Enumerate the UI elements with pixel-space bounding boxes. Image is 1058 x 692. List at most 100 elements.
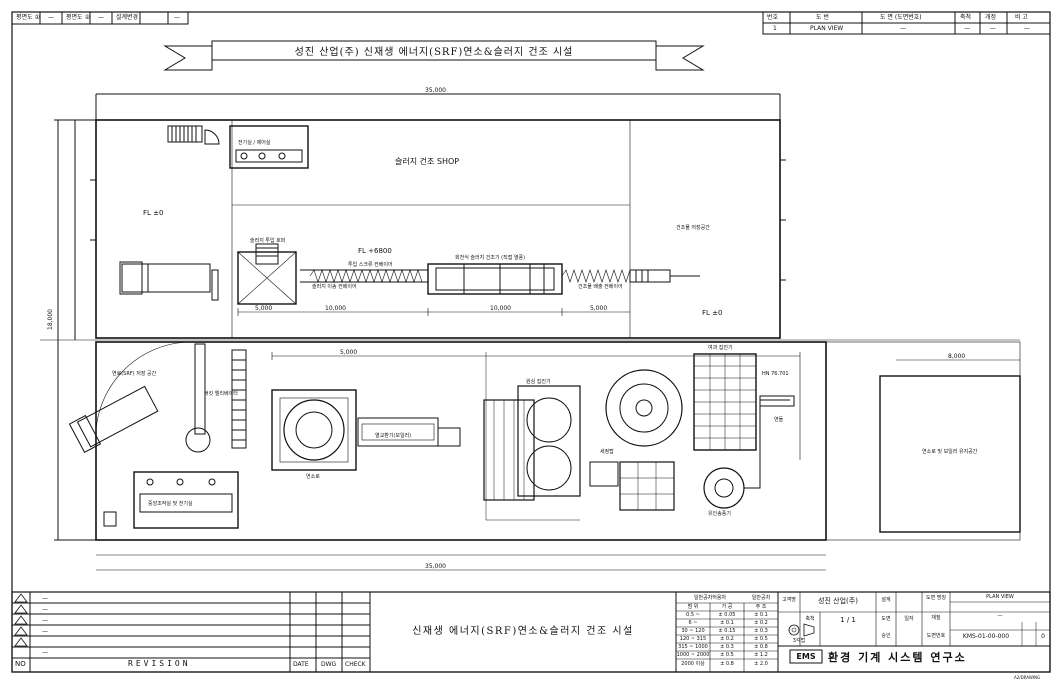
tolerance-range: 6 ~ — [688, 620, 698, 626]
header-dash-3: — — [174, 14, 180, 21]
label-dryer: 회전식 슬러지 건조기 (직접 열풍) — [455, 255, 526, 261]
tolerance-machining: ± 0.5 — [720, 652, 734, 658]
rev-header-scale: 축척 — [960, 14, 972, 21]
dim-overall-top: 35,000 — [425, 87, 446, 94]
rev-value-no: 1 — [773, 25, 777, 32]
draw-label: 도면 — [881, 616, 891, 622]
tolerance-casting: ± 0.1 — [754, 612, 768, 618]
tolerance-header-2: 일반공차 — [751, 595, 771, 601]
material-value: — — [997, 613, 1003, 619]
scale-value: 1 / 1 — [840, 616, 856, 624]
rev-value-note: — — [1024, 25, 1030, 32]
dim-2: 10,000 — [325, 305, 346, 312]
company-name: 환경 기계 시스템 연구소 — [828, 651, 967, 664]
tolerance-casting: ± 0.5 — [754, 636, 768, 642]
scale-label: 축척 — [805, 616, 815, 622]
tolerance-sub-range: 범 위 — [687, 604, 699, 610]
revision-no-label: NO — [15, 660, 26, 668]
rev-header-note: 비 고 — [1015, 14, 1028, 21]
dwg-label: DWG — [321, 661, 337, 668]
header-change: 설계변경 — [116, 14, 139, 21]
header-plan-1: 평면도 ① — [16, 14, 40, 21]
tolerance-machining: ± 0.8 — [720, 661, 734, 667]
label-dry-chute: 건조물 배출 컨베이어 — [578, 284, 623, 290]
client-name: 성진 산업(주) — [818, 597, 858, 605]
tolerance-casting: ± 0.8 — [754, 644, 768, 650]
label-furnace: 연소로 — [306, 474, 320, 480]
tolerance-machining: ± 0.1 — [720, 620, 734, 626]
approve-label: 승인 — [881, 633, 891, 639]
rev-value-scale: — — [964, 25, 970, 32]
tolerance-casting: ± 1.2 — [754, 652, 768, 658]
revision-row-2: — — [42, 606, 48, 613]
rev-header-no: 번호 — [767, 14, 779, 21]
tolerance-sub-machining: 가 공 — [721, 604, 733, 610]
tolerance-casting: ± 0.3 — [754, 628, 768, 634]
projection-label: 3각법 — [792, 638, 806, 644]
dim-5: 5,000 — [340, 349, 358, 356]
check-label: CHECK — [345, 661, 366, 668]
tolerance-range: 30 ~ 120 — [681, 628, 705, 634]
label-scrubber: 세정탑 — [600, 449, 614, 455]
dim-left-height: 18,000 — [47, 309, 54, 330]
tolerance-range: 0.5 ~ — [686, 612, 700, 618]
sheet-tag: A2/DRAWING — [1014, 675, 1041, 680]
header-dash-1: — — [48, 14, 54, 21]
label-top-room: 전기실 / 제어실 — [238, 140, 271, 146]
revision-label: REVISION — [128, 659, 191, 668]
tolerance-range: 315 ~ 1000 — [678, 644, 708, 650]
tolerance-range: 120 ~ 315 — [679, 636, 707, 642]
label-fan: 유인송풍기 — [708, 511, 732, 517]
dwg-no-label: 도면번호 — [926, 633, 946, 639]
rev-header-rev: 개정 — [985, 14, 997, 21]
label-control-room: 중앙조작실 및 전기실 — [148, 501, 193, 507]
date-label: DATE — [293, 661, 309, 668]
dim-overall-bottom: 35,000 — [425, 563, 446, 570]
label-sludge-shop: 슬러지 건조 SHOP — [395, 157, 460, 166]
label-boiler: 열교환기(보일러) — [375, 433, 412, 439]
header-dash-2: — — [98, 14, 104, 21]
dim-right-width: 8,000 — [948, 353, 966, 360]
rev-header-title: 도 면 (도면번호) — [880, 14, 922, 21]
revision-row-1: — — [42, 595, 48, 602]
dim-3: 10,000 — [490, 305, 511, 312]
dim-4: 5,000 — [590, 305, 608, 312]
label-bucket-elevator: 버킷 엘리베이터 — [204, 391, 238, 397]
tolerance-range: 2000 이상 — [681, 661, 705, 667]
revision-row-3: — — [42, 617, 48, 624]
tolerance-machining: ± 0.3 — [720, 644, 734, 650]
rev-value-dwg: PLAN VIEW — [810, 25, 844, 32]
label-screw-feeder: 투입 스크류 컨베이어 — [348, 262, 393, 268]
dwg-title-value: PLAN VIEW — [986, 594, 1014, 600]
rev-header-dwg: 도 번 — [816, 14, 829, 21]
label-aux-space: 건조물 저장공간 — [676, 225, 710, 231]
tolerance-machining: ± 0.2 — [720, 636, 734, 642]
drawing-title: 성진 산업(주) 신재생 에너지(SRF)연소&슬러지 건조 시설 — [294, 47, 574, 58]
dwg-title-label: 도면 명칭 — [926, 595, 946, 601]
tolerance-machining: ± 0.05 — [718, 612, 736, 618]
label-note-right: HN 76.701 — [762, 371, 789, 377]
tolerance-sub-casting: 주 조 — [755, 604, 767, 610]
project-title: 신재생 에너지(SRF)연소&슬러지 건조 시설 — [412, 626, 634, 637]
label-bag-filter: 여과 집진기 — [708, 345, 733, 351]
label-cyclone: 원심 집진기 — [526, 379, 551, 385]
rev-value-rev: — — [990, 25, 996, 32]
dim-1: 5,000 — [255, 305, 273, 312]
date-field-label: 일자 — [904, 616, 914, 622]
revision-row-5: — — [42, 649, 48, 656]
label-feed-hopper: 슬러지 투입 호퍼 — [250, 238, 286, 244]
label-fl-0-right: FL ±0 — [702, 309, 723, 317]
tolerance-header: 일반공차허용차 — [693, 595, 727, 601]
tolerance-casting: ± 0.2 — [754, 620, 768, 626]
label-fl-6800: FL +6800 — [358, 247, 392, 255]
label-stack: 연돌 — [774, 417, 784, 423]
label-screw-feeder-2: 슬러지 이송 컨베이어 — [312, 284, 357, 290]
design-label: 설계 — [881, 597, 891, 603]
rev-no-value: 0 — [1041, 633, 1045, 640]
label-right-room: 연소로 및 보일러 유지공간 — [922, 449, 978, 455]
tolerance-range: 1000 ~ 2000 — [676, 652, 710, 658]
tolerance-casting: ± 2.0 — [754, 661, 768, 667]
tolerance-machining: ± 0.15 — [718, 628, 736, 634]
client-label: 고객명 — [782, 597, 796, 603]
